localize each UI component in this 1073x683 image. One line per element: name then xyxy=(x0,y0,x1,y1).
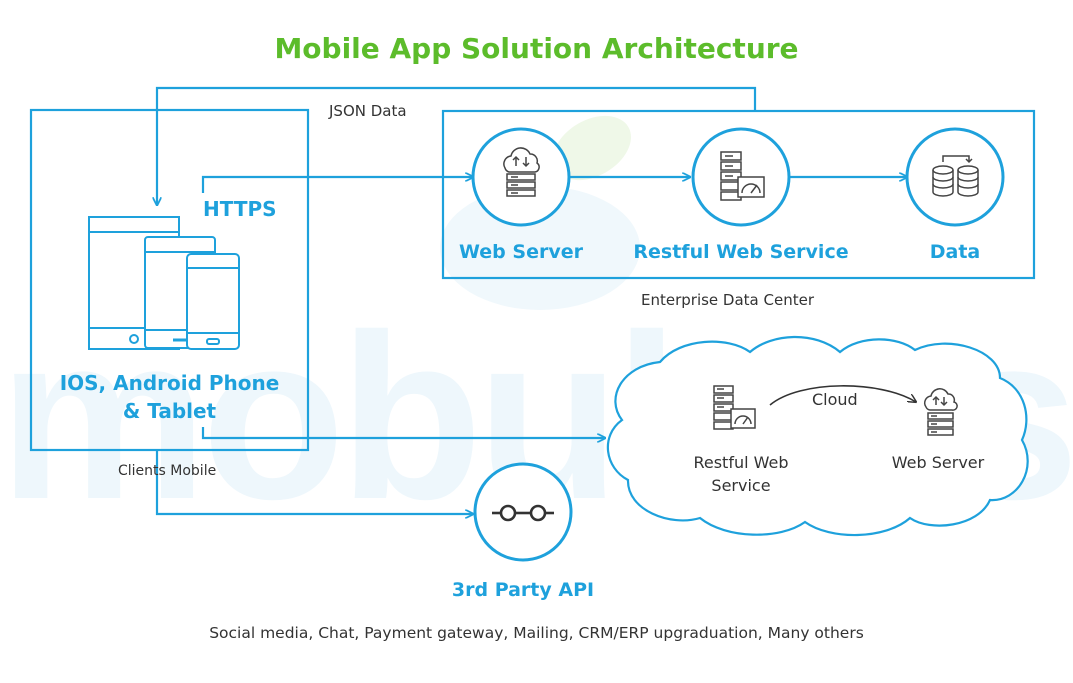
mobile-devices-icon xyxy=(88,216,240,350)
server-gauge-icon xyxy=(720,151,765,201)
web-server-node xyxy=(471,127,571,227)
data-center-box xyxy=(441,109,1036,280)
third-party-caption: Social media, Chat, Payment gateway, Mai… xyxy=(209,624,864,642)
database-icon xyxy=(932,155,979,197)
page-title: Mobile App Solution Architecture xyxy=(274,32,799,65)
https-flow xyxy=(201,177,473,193)
cloud-web-server-icon xyxy=(923,388,958,436)
cloud-flow-arrow xyxy=(769,385,916,406)
data-label: Data xyxy=(929,241,981,263)
cloud-restful-label-line2: Service xyxy=(711,476,771,495)
enterprise-data-center-caption: Enterprise Data Center xyxy=(641,291,814,309)
cloud-shape xyxy=(606,335,1029,537)
clients-to-api-flow xyxy=(155,450,473,514)
cloud-restful-label-line1: Restful Web xyxy=(693,453,789,472)
https-label: HTTPS xyxy=(203,197,277,221)
cloud-web-server-label: Web Server xyxy=(891,453,985,472)
clients-box xyxy=(29,108,310,452)
cloud-label: Cloud xyxy=(812,390,858,409)
data-node xyxy=(905,127,1005,227)
glasses-icon xyxy=(492,504,554,522)
restful-web-service-label: Restful Web Service xyxy=(633,241,849,263)
clients-mobile-caption: Clients Mobile xyxy=(118,463,217,479)
json-data-label: JSON Data xyxy=(329,102,407,120)
cloud-server-gauge-icon xyxy=(713,385,756,430)
cloud-server-icon xyxy=(503,147,540,197)
clients-to-cloud-flow xyxy=(201,427,605,438)
json-data-flow xyxy=(157,86,757,205)
device-label-line1: IOS, Android Phone xyxy=(59,371,280,395)
third-party-api-label: 3rd Party API xyxy=(451,579,595,601)
device-label-line2: & Tablet xyxy=(122,399,217,423)
web-server-label: Web Server xyxy=(459,241,583,263)
